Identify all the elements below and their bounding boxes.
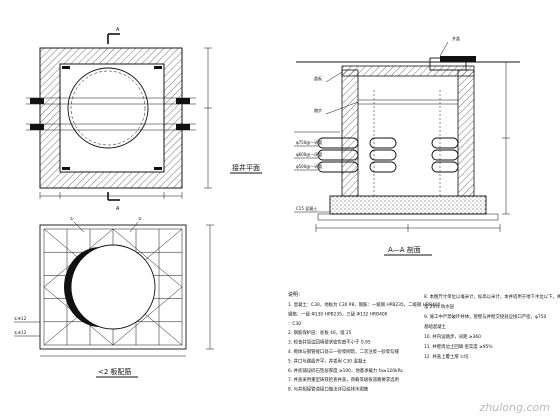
pipe xyxy=(431,161,459,173)
callout-leader xyxy=(325,101,359,115)
pipe-label-1: φ750@一环管 xyxy=(296,139,322,145)
plan-pipe-end xyxy=(30,124,44,130)
right-pipe-stack xyxy=(431,137,459,173)
notes-left-column: 1. 混凝土：C30，地板为 C30 P8，钢筋：一级钢 HPB235，二级钢 … xyxy=(288,301,441,393)
note-line: 9. 施工中严禁破坏井体，管壁与井壁交接处应接口严密，φ750 xyxy=(424,313,546,320)
section-base-slab xyxy=(329,195,487,215)
rebar-leader xyxy=(129,221,139,233)
note-line: 基础混凝土 xyxy=(424,323,447,330)
manhole-cover xyxy=(440,56,476,62)
plan-view: A A 接井平面 xyxy=(26,27,262,212)
rebar-diagonal xyxy=(112,228,183,288)
rebar-label-1: ① xyxy=(70,216,74,221)
note-line: 2. 钢筋保护层：底板 40，墙 25 xyxy=(288,329,352,336)
note-line: 10. 井内设踏步，间距 ≥360 xyxy=(424,333,481,340)
rebar-side-label-1: ①④12 xyxy=(14,316,27,321)
pipe xyxy=(431,137,459,149)
note-line: 8. 与井相接管道接口做法详见给排水图集 xyxy=(288,386,369,393)
rebar-crescent-shading xyxy=(64,247,100,327)
note-line: 11. 井壁周边土回填 密实度 ≥95% xyxy=(424,343,493,350)
plan-pipe-end xyxy=(30,98,44,104)
plan-outer-outline xyxy=(39,47,183,189)
pipe xyxy=(369,149,397,161)
section-top-slab xyxy=(341,65,475,77)
note-line: 5. 井口与路面齐平，井盖用 C30 混凝土 xyxy=(288,357,367,364)
notes-right-column: 8. 本图尺寸单位以毫米计，标高以米计，本井适用于地下水位以下，井壁外侧 设 2… xyxy=(424,293,560,360)
rebar-label-2: ② xyxy=(138,216,142,221)
cover-note: C15 混凝土 xyxy=(296,205,317,211)
rebar-opening-circle xyxy=(70,244,156,330)
callout-leader xyxy=(439,41,449,57)
pipe xyxy=(317,149,359,161)
section-neck xyxy=(429,57,467,71)
note-line: ：C30 xyxy=(288,321,301,327)
plan-view-title: 接井平面 xyxy=(232,163,260,172)
pipe xyxy=(431,149,459,161)
callout-step: 踏步 xyxy=(314,107,322,113)
section-mark-label-bottom: A xyxy=(116,206,120,212)
section-right-wall xyxy=(457,69,475,197)
rebar-diagonal xyxy=(112,286,183,346)
note-line: 12. 井盖上覆土厚 ①均 xyxy=(424,353,469,360)
pipe xyxy=(317,161,359,173)
notes-heading: 说明： xyxy=(288,291,303,298)
note-line: 7. 井盖采用重型铸铁检查井盖，荷载等级按道路要求选用 xyxy=(288,376,399,383)
note-line: 3. 检查井周边回填要求密实度不小于 0.95 xyxy=(288,339,371,346)
note-line: 钢筋：一级 Φ130 HPB235，三级 Φ132 HRB400 xyxy=(288,310,388,317)
rebar-view: ① ② ①④12 ①④12 <2 板配筋 xyxy=(14,216,214,378)
callout-slab: 盖板 xyxy=(314,75,322,81)
pipe xyxy=(317,137,359,149)
note-line: 4. 砌体与钢管接口处三一砂浆砌筑，二次注浆一砂浆勾缝 xyxy=(288,348,400,355)
plan-bracket xyxy=(154,167,162,170)
callout-cover: 井盖 xyxy=(452,35,460,41)
plan-pipe-end xyxy=(176,124,190,130)
callout-leader xyxy=(325,71,343,83)
note-line: 设 20% 防水层 xyxy=(424,303,455,310)
plan-inner-outline xyxy=(59,63,165,173)
section-view: φ750@一环管 φ600@一环管 φ500@一环管 C15 混凝土 井盖 盖板… xyxy=(294,35,520,256)
rebar-side-label-2: ①④12 xyxy=(14,330,27,335)
watermark: zhulong.com xyxy=(479,401,550,414)
section-cushion xyxy=(317,213,499,221)
plan-pipe-end xyxy=(176,98,190,104)
pipe-label-3: φ500@一环管 xyxy=(296,163,322,169)
note-line: 6. 井底铺设碎石垫层厚度 ≥100，地基承载力 fa≥120kPa xyxy=(288,367,403,374)
plan-bracket xyxy=(62,66,70,69)
rebar-outer-frame xyxy=(39,224,187,350)
notes-block: 说明： 1. 混凝土：C30，地板为 C30 P8，钢筋：一级钢 HPB235，… xyxy=(288,291,560,393)
pipe-label-2: φ600@一环管 xyxy=(296,151,322,157)
plan-inner-dash-circle xyxy=(70,70,146,146)
plan-bracket xyxy=(154,66,162,69)
section-mark-label-top: A xyxy=(116,27,120,33)
pipe xyxy=(369,137,397,149)
section-view-title: A—A 剖面 xyxy=(388,245,421,254)
section-left-wall xyxy=(341,69,359,197)
note-line: 1. 混凝土：C30，地板为 C30 P8，钢筋：一级钢 HPB235，二级钢 … xyxy=(288,301,441,308)
plan-manhole-circle xyxy=(67,67,149,149)
plan-bracket xyxy=(62,167,70,170)
left-pipe-stack xyxy=(317,137,397,173)
rebar-leader xyxy=(73,221,85,233)
note-line: 8. 本图尺寸单位以毫米计，标高以米计，本井适用于地下水位以下，井壁外侧 xyxy=(424,293,560,300)
rebar-view-title: <2 板配筋 xyxy=(98,367,132,376)
pipe xyxy=(369,161,397,173)
